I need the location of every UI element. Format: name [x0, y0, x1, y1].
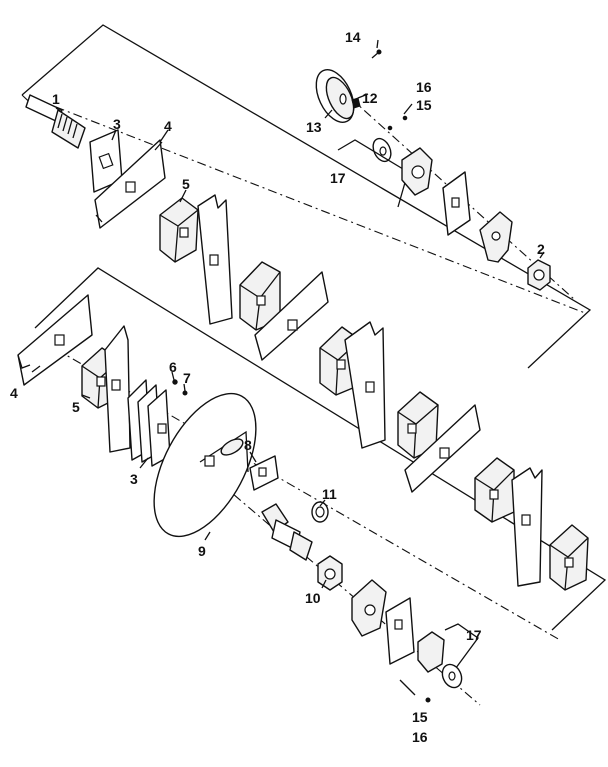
callout-1: 1	[52, 91, 60, 107]
screw-part-7	[182, 390, 188, 396]
callout-17-bottom: 17	[466, 627, 482, 643]
callout-9: 9	[198, 543, 206, 559]
callout-7: 7	[183, 370, 191, 386]
callout-2: 2	[537, 241, 545, 257]
callout-leaders	[31, 39, 545, 589]
upper-block-6	[549, 524, 589, 591]
callout-labels: 1 3 4 5 14 12 13 16 15 17 2 4 5 6 7 3 8 …	[10, 29, 545, 745]
callout-11: 11	[322, 486, 337, 502]
callout-16-bottom: 16	[412, 729, 428, 745]
small-plate-top-right	[442, 171, 471, 236]
callout-5-top: 5	[182, 176, 190, 192]
callout-13: 13	[306, 119, 322, 135]
slotted-bar-part-4-bottom	[17, 294, 93, 386]
collar-part-17-top	[337, 137, 433, 208]
callout-15-top: 15	[416, 97, 432, 113]
callout-3-bottom: 3	[130, 471, 138, 487]
upper-bracket-2	[344, 321, 386, 449]
bracket-piece-top-right	[479, 211, 513, 263]
disc-part-9	[153, 392, 257, 538]
callout-10: 10	[305, 590, 321, 606]
screw-part-6	[172, 379, 178, 385]
callout-17-top: 17	[330, 170, 346, 186]
plate-part-8	[249, 455, 279, 491]
screw-part-14	[371, 49, 382, 59]
slotted-bar-part-4-top	[94, 139, 166, 229]
callout-15-bottom: 15	[412, 709, 428, 725]
drive-shaft-lower	[261, 503, 313, 561]
upper-bracket-1	[197, 194, 233, 325]
bushing-part-11	[311, 501, 329, 523]
washer-part-15-16-top	[387, 115, 408, 131]
lower-assembly-outline	[34, 267, 607, 631]
callout-4-top: 4	[164, 118, 172, 134]
upper-long-bar-3	[404, 404, 481, 493]
callout-6: 6	[169, 359, 177, 375]
callout-14: 14	[345, 29, 361, 45]
collar-part-17-bottom	[351, 579, 479, 703]
callout-4-bottom: 4	[10, 385, 18, 401]
callout-8: 8	[244, 437, 252, 453]
nut-part-2	[527, 259, 551, 291]
upper-block-5	[474, 457, 515, 523]
shaft-part-1	[25, 94, 86, 149]
lower-bracket-1	[104, 325, 131, 453]
callout-16-top: 16	[416, 79, 432, 95]
nut-part-10	[317, 555, 343, 591]
upper-long-bar-2	[254, 271, 329, 361]
upper-bracket-3	[511, 467, 543, 587]
pulley-part-13	[315, 69, 355, 123]
callout-12: 12	[362, 90, 378, 106]
callout-5-bottom: 5	[72, 399, 80, 415]
pin-part-12	[351, 97, 361, 109]
plate-stack-part-3-bottom	[127, 379, 171, 467]
callout-3-top: 3	[113, 116, 121, 132]
square-block-part-5-top	[159, 197, 199, 263]
